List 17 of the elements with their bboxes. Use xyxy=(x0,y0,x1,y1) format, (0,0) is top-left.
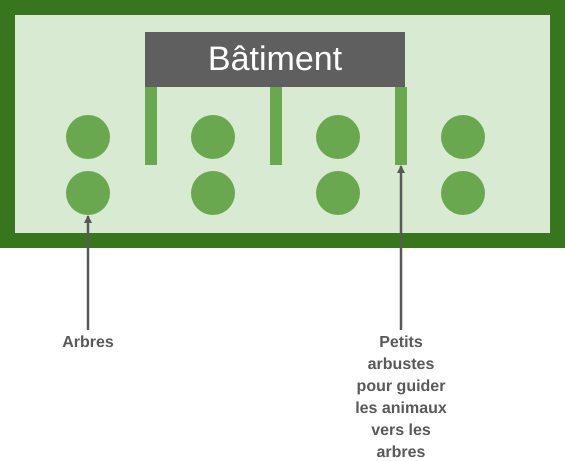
leader-line xyxy=(397,165,405,330)
callout-text: Arbres xyxy=(48,332,128,354)
field-area xyxy=(0,0,565,248)
tree-circle xyxy=(191,115,235,159)
tree-circle xyxy=(441,115,485,159)
shrub-bar xyxy=(395,87,407,165)
tree-circle xyxy=(441,171,485,215)
tree-circle xyxy=(66,171,110,215)
building-block: Bâtiment xyxy=(145,32,405,87)
leader-line xyxy=(84,215,92,330)
tree-circle xyxy=(66,115,110,159)
shrub-bar xyxy=(145,87,157,165)
shrub-bar xyxy=(270,87,282,165)
tree-circle xyxy=(316,171,360,215)
tree-circle xyxy=(316,115,360,159)
tree-circle xyxy=(191,171,235,215)
callout-text: Petits arbustes pour guider les animaux vers les arbres xyxy=(351,332,451,460)
